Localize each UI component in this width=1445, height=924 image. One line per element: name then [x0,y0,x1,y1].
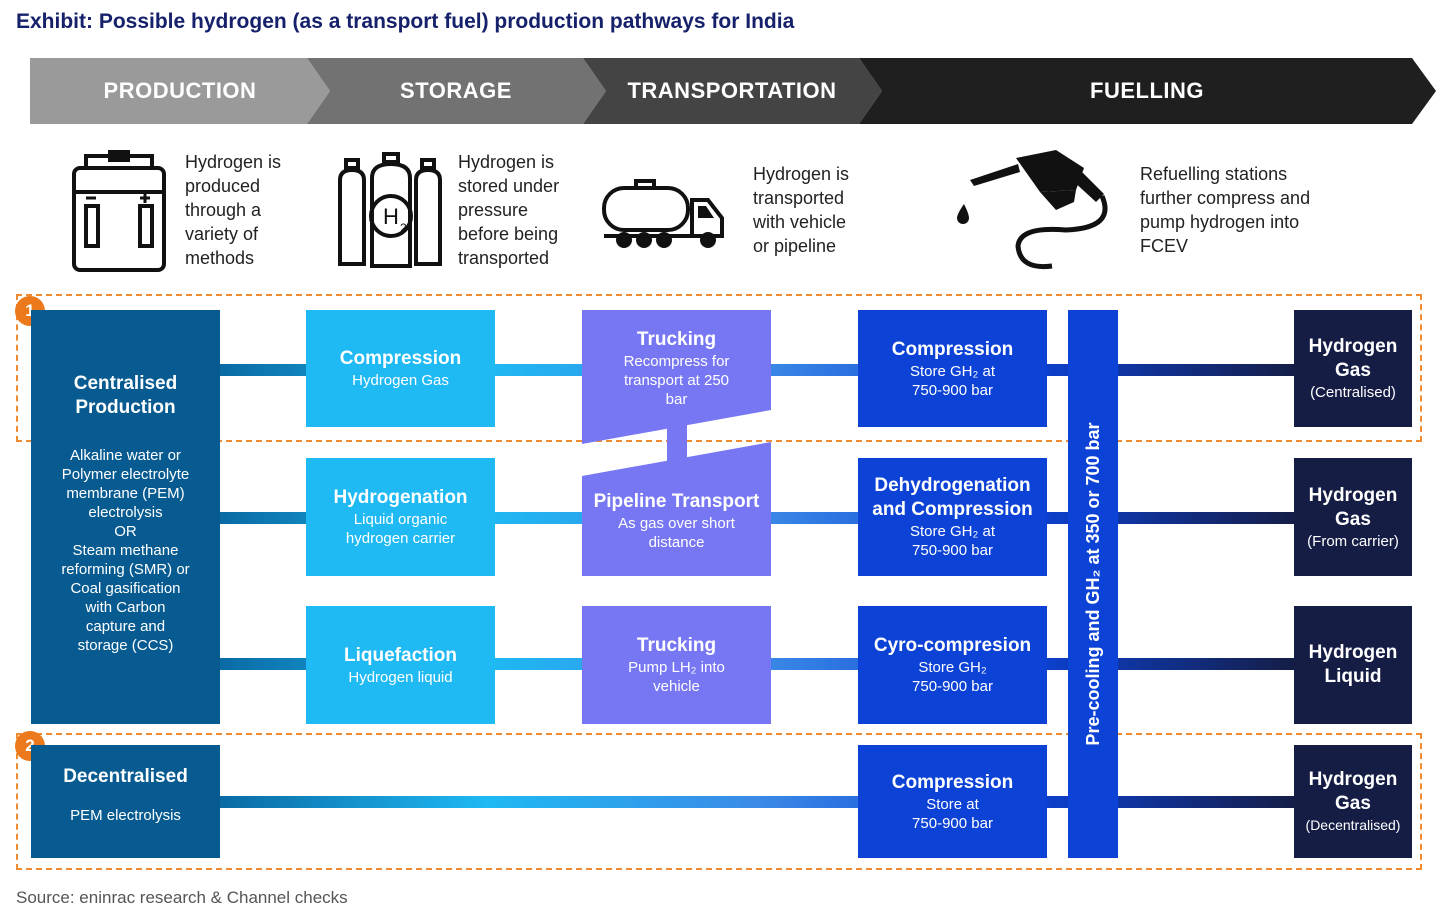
transportation-description: Hydrogen is transported with vehicle or … [753,164,850,256]
centralised-pathway-group [16,294,1422,442]
decentralised-production-detail: PEM electrolysis [70,807,181,824]
transport-trucking-liquid-box: Trucking Pump LH₂ into vehicle [582,606,771,724]
stage-storage-shape [307,58,606,124]
page-title: Exhibit: Possible hydrogen (as a transpo… [16,10,795,33]
stage-storage-label: STORAGE [400,78,512,103]
transport-pipeline-title: Pipeline Transport [593,491,760,512]
precooling-bar [1068,310,1118,858]
output-carrier-title: Hydrogen Gas [1308,484,1398,530]
storage-compression-title: Compression [339,348,462,369]
storage-compression-sub: Hydrogen Gas [352,372,449,389]
fuelling-dehydrogenation-title: Dehydrogenation and Compression [872,475,1033,520]
storage-liquefaction-box: Liquefaction Hydrogen liquid [306,606,495,724]
fuelling-cryo-compression-box: Cyro-compresion Store GH₂ 750-900 bar [858,606,1047,724]
output-centralised-sub: (Centralised) [1310,384,1396,401]
fuelling-compression-sub: Store GH₂ at 750-900 bar [909,362,996,399]
stage-production-label: PRODUCTION [103,78,257,103]
centralised-production-box: Centralised Production Alkaline water or… [31,310,220,724]
hydrogen-cylinders-icon: H 2 [338,152,442,268]
fuelling-dehydrogenation-box: Dehydrogenation and Compression Store GH… [858,458,1047,576]
decentralised-production-title: Decentralised [63,766,188,787]
fuelling-decentralised-compression-sub: Store at 750-900 bar [912,795,993,832]
stage-production-shape [30,58,330,124]
transport-trucking-liquid-sub: Pump LH₂ into vehicle [628,659,725,695]
output-carrier-sub: (From carrier) [1307,532,1399,550]
trucking-top-shape [582,310,771,444]
fuel-nozzle-icon [957,150,1108,270]
decentralised-pathway-group [16,733,1422,870]
stage-transportation-label: TRANSPORTATION [627,78,837,103]
output-hydrogen-gas-carrier-box: Hydrogen Gas (From carrier) [1294,458,1412,576]
storage-hydrogenation-title: Hydrogenation [333,487,468,508]
output-hydrogen-gas-decentralised-box: Hydrogen Gas (Decentralised) [1294,745,1412,858]
connector-row-4 [218,796,1298,808]
stage-fuelling-shape [859,58,1436,124]
centralised-production-detail: Alkaline water or Polymer electrolyte me… [61,447,190,654]
fuelling-compression-title: Compression [891,338,1014,360]
transport-pipeline-box: Pipeline Transport As gas over short dis… [582,490,771,560]
storage-hydrogenation-sub: Liquid organic hydrogen carrier [345,511,456,547]
trucking-pipe-connector [667,424,687,464]
storage-liquefaction-sub: Hydrogen liquid [348,668,453,686]
transport-trucking-liquid-title: Trucking [636,635,717,656]
pipeline-shape [582,442,771,576]
centralised-production-title: Centralised Production [73,373,178,418]
output-decentralised-sub: (Decentralised) [1305,817,1401,833]
tanker-truck-icon [602,179,724,248]
stage-transportation-shape [583,58,882,124]
storage-description: Hydrogen is stored under pressure before… [458,152,560,268]
transport-trucking-gas-sub: Recompress for transport at 250 bar [623,353,730,408]
storage-hydrogenation-box: Hydrogenation Liquid organic hydrogen ca… [306,458,495,576]
precooling-label: Pre-cooling and GH₂ at 350 or 700 bar [1083,422,1103,746]
production-description: Hydrogen is produced through a variety o… [185,152,282,268]
stage-fuelling-label: FUELLING [1090,78,1204,103]
output-centralised-title: Hydrogen Gas [1308,336,1398,381]
battery-icon [72,150,166,272]
output-decentralised-title: Hydrogen Gas [1308,769,1398,814]
svg-text:H: H [383,204,399,229]
fuelling-description: Refuelling stations further compress and… [1140,164,1311,256]
source-note: Source: eninrac research & Channel check… [16,888,348,907]
fuelling-decentralised-compression-title: Compression [891,771,1014,793]
output-hydrogen-liquid-box: Hydrogen Liquid [1294,606,1412,724]
transport-pipeline-sub: As gas over short distance [618,515,735,551]
fuelling-compression-box: Compression Store GH₂ at 750-900 bar [858,310,1047,427]
storage-liquefaction-title: Liquefaction [344,644,457,666]
stage-banner [30,58,1436,124]
output-liquid-title: Hydrogen Liquid [1308,642,1398,687]
fuelling-cryo-compression-sub: Store GH₂ 750-900 bar [912,659,993,695]
fuelling-cryo-compression-title: Cyro-compresion [873,635,1032,656]
transport-trucking-gas-box: Trucking Recompress for transport at 250… [582,328,771,408]
fuelling-dehydrogenation-sub: Store GH₂ at 750-900 bar [909,523,996,559]
output-hydrogen-gas-centralised-box: Hydrogen Gas (Centralised) [1294,310,1412,427]
svg-text:2: 2 [400,221,407,235]
storage-compression-box: Compression Hydrogen Gas [306,310,495,427]
fuelling-decentralised-compression-box: Compression Store at 750-900 bar [858,745,1047,858]
decentralised-production-box: Decentralised PEM electrolysis [31,745,220,858]
transport-trucking-gas-title: Trucking [636,329,717,350]
